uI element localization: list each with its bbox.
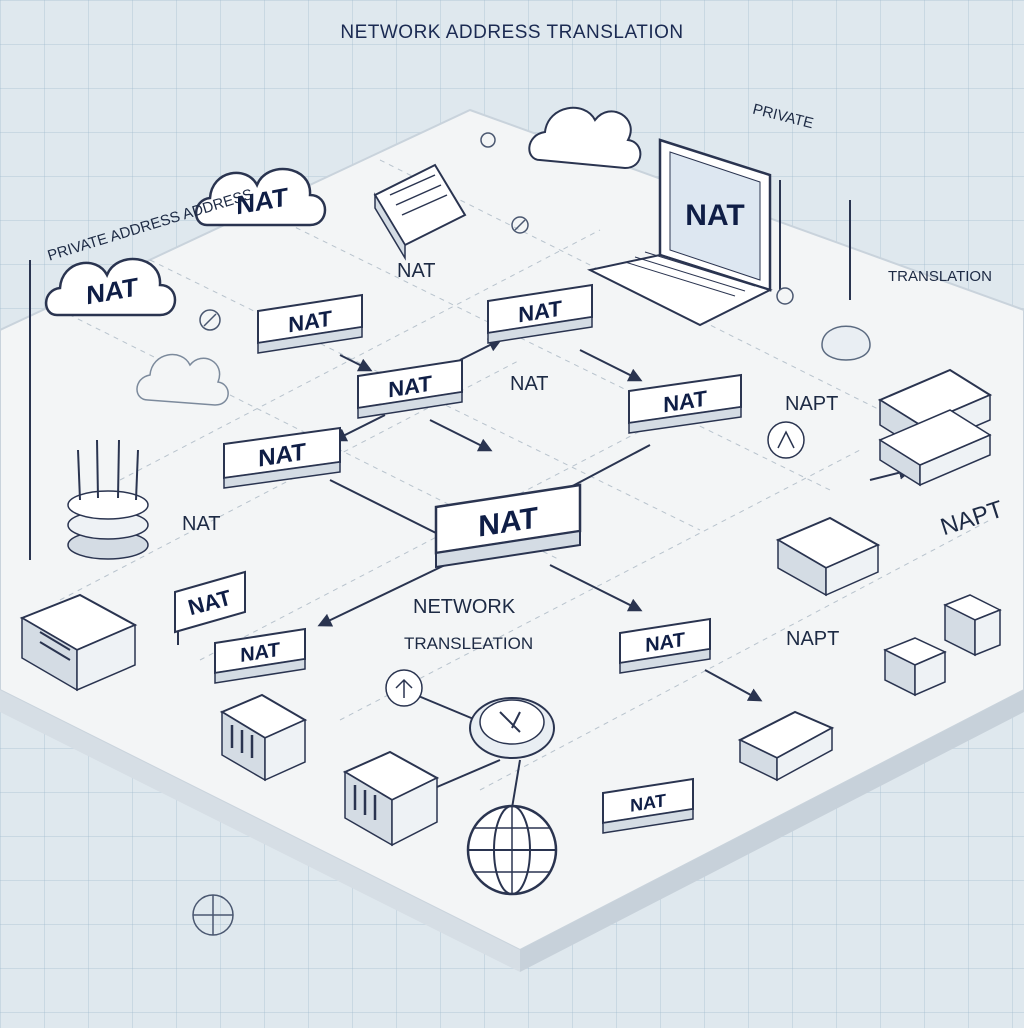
napt-label: NAPT bbox=[785, 393, 839, 415]
nat-box: NAT bbox=[214, 627, 306, 684]
nat-box: NAT bbox=[619, 617, 711, 674]
server-icon bbox=[219, 693, 308, 782]
nat-box: NAT bbox=[602, 777, 694, 834]
router-icon bbox=[775, 516, 881, 597]
cloud-nat: NAT bbox=[194, 167, 327, 227]
cloud-nat: NAT bbox=[44, 257, 177, 317]
nat-text-label: NAT bbox=[510, 373, 549, 395]
globe-icon bbox=[466, 804, 558, 896]
nat-box: NAT bbox=[357, 358, 463, 419]
nat-box: NAT bbox=[487, 283, 593, 344]
server-icon bbox=[737, 710, 835, 782]
hub-icon bbox=[385, 669, 423, 707]
cloud-icon bbox=[528, 106, 642, 170]
cloud-icon bbox=[136, 353, 229, 406]
device-cluster-icon bbox=[883, 594, 1002, 697]
document-icon bbox=[373, 163, 467, 261]
decorative-marks bbox=[192, 132, 794, 936]
switch-icon bbox=[19, 593, 138, 692]
hub-icon bbox=[767, 421, 805, 459]
nat-box: NAT bbox=[628, 373, 742, 434]
translation-label: TRANSLATION bbox=[888, 268, 992, 285]
router-stack-icon bbox=[67, 439, 149, 560]
nat-box: NAT bbox=[257, 293, 363, 354]
nat-sign: NAT bbox=[174, 570, 246, 645]
translation-label: TRANSLEATION bbox=[404, 634, 534, 653]
nat-text-label: NAT bbox=[397, 260, 436, 282]
nat-text-label: NAT bbox=[182, 513, 221, 535]
nat-box-center: NAT bbox=[434, 483, 582, 569]
nat-box: NAT bbox=[223, 426, 341, 489]
diagram-title: NETWORK ADDRESS TRANSLATION bbox=[340, 22, 684, 43]
server-icon bbox=[342, 750, 440, 847]
laptop-icon: NAT bbox=[587, 138, 773, 327]
laptop-nat-label: NAT bbox=[685, 199, 744, 232]
network-label: NETWORK bbox=[413, 596, 516, 618]
napt-label: NAPT bbox=[786, 628, 840, 650]
server-stack-icon bbox=[877, 368, 993, 487]
hub-icon bbox=[469, 697, 555, 759]
connections bbox=[29, 180, 913, 821]
bell-icon bbox=[821, 325, 871, 361]
